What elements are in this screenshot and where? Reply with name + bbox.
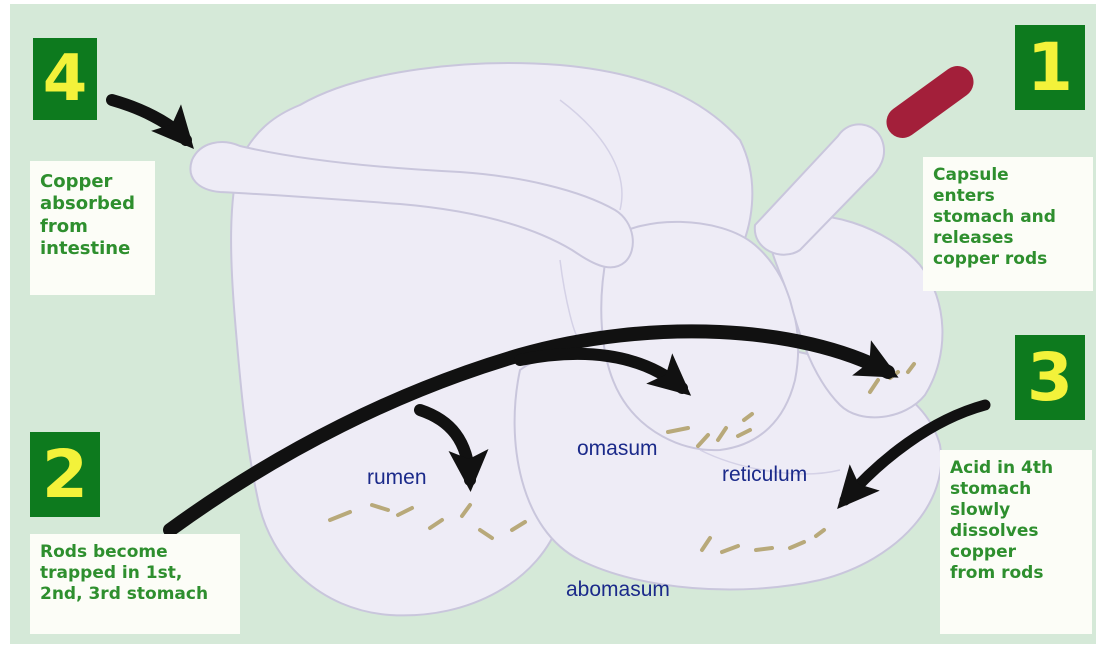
omasum-label: omasum xyxy=(577,437,658,461)
step-3-caption: Acid in 4th stomach slowly dissolves cop… xyxy=(940,450,1092,634)
rumen-label: rumen xyxy=(367,466,427,490)
step-1-caption: Capsule enters stomach and releases copp… xyxy=(923,157,1093,291)
step-3-number: 3 xyxy=(1015,335,1085,420)
step-1-number: 1 xyxy=(1015,25,1085,110)
step-2-caption: Rods become trapped in 1st, 2nd, 3rd sto… xyxy=(30,534,240,634)
reticulum-label: reticulum xyxy=(722,463,807,487)
step-4-caption: Copper absorbed from intestine xyxy=(30,161,155,295)
copper-rod xyxy=(756,548,772,550)
step-4-number: 4 xyxy=(33,38,97,120)
step-2-number: 2 xyxy=(30,432,100,517)
abomasum-label: abomasum xyxy=(566,578,670,602)
